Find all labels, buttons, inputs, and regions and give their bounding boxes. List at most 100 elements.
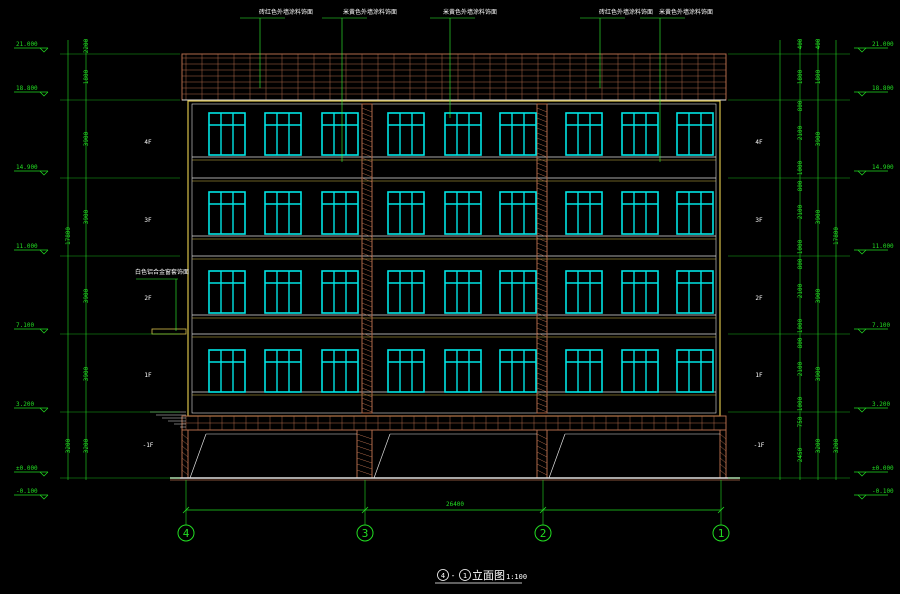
pilaster-hatch (536, 302, 548, 308)
dim-right-inner: 3900 (815, 366, 822, 381)
pilaster-hatch (361, 327, 373, 333)
window-frame (387, 112, 425, 156)
pilaster-hatch (536, 317, 548, 323)
pilaster-hatch (361, 247, 373, 253)
elevation-right-6: 3.200 (872, 401, 890, 408)
dim-right-detail: 1000 (797, 318, 804, 333)
pilaster-hatch (361, 267, 373, 273)
elevation-marker-triangle (39, 328, 49, 334)
pilaster-hatch (536, 332, 548, 338)
pilaster-hatch (361, 277, 373, 283)
window-frame (321, 270, 359, 314)
floor-label-left-b1f: -1F (143, 442, 154, 449)
ground-column-hatch (536, 457, 548, 464)
ramp-line (548, 433, 566, 479)
dimension-tick (361, 506, 369, 514)
pilaster-hatch (536, 162, 548, 168)
pilaster-hatch (361, 397, 373, 403)
ground-column-hatch (356, 457, 373, 464)
window-frame (565, 191, 603, 235)
window-frame (621, 349, 659, 393)
window-frame (444, 349, 482, 393)
elevation-marker-triangle (39, 170, 49, 176)
pilaster-hatch (536, 352, 548, 358)
pilaster-hatch (536, 222, 548, 228)
ground-column-hatch (536, 439, 548, 446)
window-frame (444, 270, 482, 314)
elevation-right-2: 18.800 (872, 85, 894, 92)
ground-column-hatch (719, 433, 727, 440)
pilaster-hatch (361, 312, 373, 318)
axis-label-2: 2 (540, 527, 547, 540)
title-circle-end (459, 569, 471, 581)
ground-column-hatch (356, 433, 373, 440)
pilaster-hatch (361, 377, 373, 383)
title-circle-end-label: 1 (463, 572, 467, 580)
pilaster-hatch (536, 107, 548, 113)
canopy (151, 328, 187, 335)
window-frame (499, 191, 537, 235)
ground-column-hatch (536, 469, 548, 476)
title-circle-start (437, 569, 449, 581)
floor-label-right-4f: 4F (755, 139, 763, 146)
elevation-marker-triangle (857, 249, 867, 255)
window-frame (208, 112, 246, 156)
elevation-right-3: 14.900 (872, 164, 894, 171)
floor-label-left-4f: 4F (144, 139, 152, 146)
pilaster-hatch (536, 147, 548, 153)
title-scale: 1:100 (506, 573, 527, 581)
pilaster-hatch (361, 222, 373, 228)
pilaster-hatch (536, 182, 548, 188)
dim-right-outer: 3200 (833, 438, 840, 453)
pilaster-hatch (536, 297, 548, 303)
window-frame (565, 112, 603, 156)
floor-label-left-1f: 1F (144, 372, 152, 379)
annotation-top-4: 砖红色外墙涂料饰面 (599, 8, 653, 16)
elevation-marker-triangle (39, 249, 49, 255)
pilaster-hatch (536, 167, 548, 173)
pilaster-hatch (361, 317, 373, 323)
pilaster-hatch (536, 252, 548, 258)
parapet-band (181, 53, 727, 101)
axis-bubble-4 (177, 524, 195, 542)
pilaster-hatch (536, 247, 548, 253)
pilaster-hatch (536, 242, 548, 248)
pilaster-hatch (536, 362, 548, 368)
window-grid (208, 112, 714, 393)
axis-label-4: 4 (183, 527, 190, 540)
ground-column-hatch (719, 439, 727, 446)
elevation-left-1: 21.000 (16, 41, 38, 48)
pilaster-hatch (361, 232, 373, 238)
pilaster-hatch (361, 207, 373, 213)
ground-column-hatch (719, 457, 727, 464)
pilaster-hatch (536, 202, 548, 208)
pilaster (536, 103, 548, 414)
pilaster-hatch (361, 392, 373, 398)
window-frame (444, 112, 482, 156)
pilaster-hatch (536, 387, 548, 393)
pilaster-hatch (536, 282, 548, 288)
pilaster-hatch (361, 352, 373, 358)
dim-right-detail: 2100 (797, 125, 804, 140)
pilaster-hatch (536, 337, 548, 343)
axis-bubble-1 (712, 524, 730, 542)
dim-right-detail: 800 (797, 337, 804, 348)
pilaster-hatch (361, 252, 373, 258)
dim-left-outer: 3200 (65, 438, 72, 453)
window-frame (387, 191, 425, 235)
dim-left-inner: 3900 (83, 131, 90, 146)
elevation-left-4: 11.000 (16, 243, 38, 250)
pilaster-hatch (361, 282, 373, 288)
elevation-marker-triangle (39, 91, 49, 97)
total-width-dim: 26400 (446, 501, 464, 508)
pilaster-hatch (536, 117, 548, 123)
window-frame (387, 349, 425, 393)
pilaster-hatch (361, 152, 373, 158)
pilaster-hatch (536, 397, 548, 403)
pilaster-hatch (536, 137, 548, 143)
pilaster-hatch (536, 367, 548, 373)
dim-left-inner: 3900 (83, 209, 90, 224)
ground-column-hatch (719, 469, 727, 476)
